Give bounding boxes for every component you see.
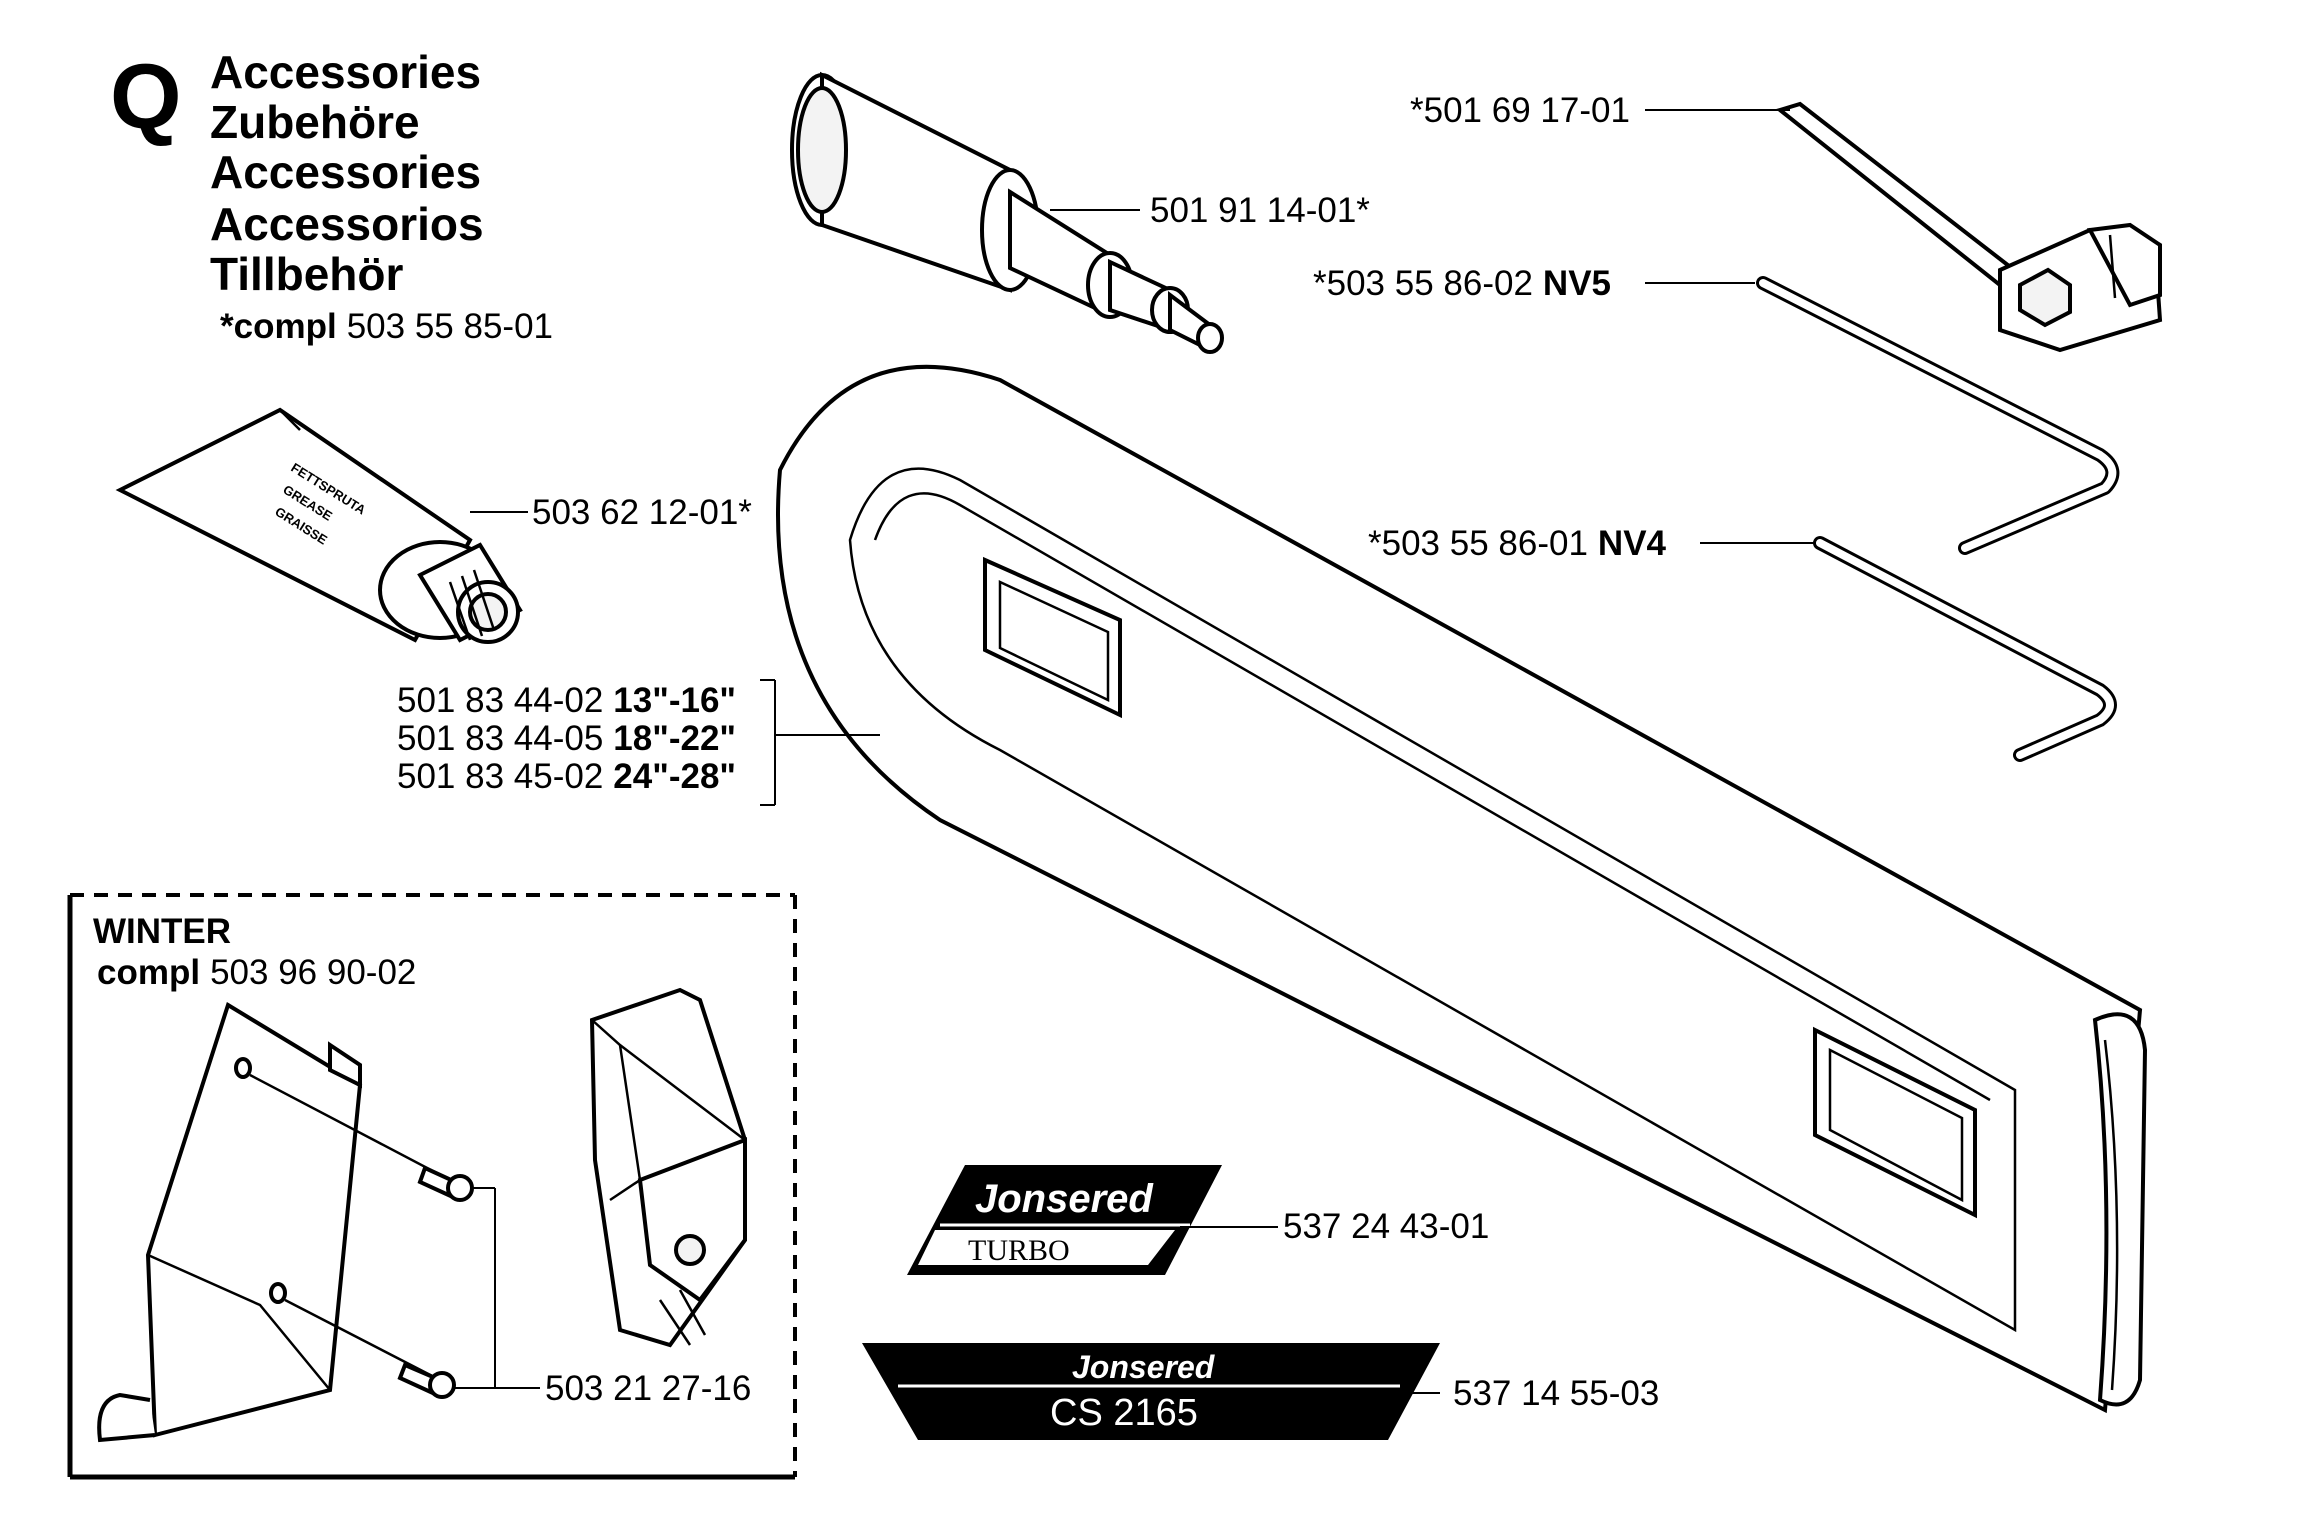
winter-title: WINTER — [93, 912, 231, 951]
screwdriver-drawing — [1775, 101, 2163, 353]
winter-compl-number: 503 96 90-02 — [210, 953, 416, 992]
bar-cover-row-1: 501 83 44-02 13"-16" — [397, 681, 736, 720]
hex-key-nv5-drawing — [1756, 276, 2120, 555]
bar-cover-size-3: 24"-28" — [613, 757, 736, 796]
label-hex-key-nv5-number: *503 55 86-02 — [1313, 264, 1533, 303]
label-hex-key-nv5-size: NV5 — [1543, 264, 1611, 303]
label-screwdriver: *501 69 17-01 — [1410, 91, 1630, 130]
label-sleeve-tool: 501 91 14-01* — [1150, 191, 1370, 230]
hex-key-nv4-drawing — [1813, 536, 2117, 762]
screw-lower-drawing — [284, 1298, 456, 1399]
sleeve-tool-drawing — [790, 71, 1224, 354]
decal-turbo: Jonsered TURBO — [907, 1165, 1222, 1275]
label-screw: 503 21 27-16 — [545, 1369, 751, 1408]
title-fr: Accessories — [210, 146, 481, 198]
compl-set: *compl 503 55 85-01 — [220, 307, 553, 346]
winter-compl: compl 503 96 90-02 — [97, 953, 416, 992]
bar-cover-row-3: 501 83 45-02 24"-28" — [397, 757, 736, 796]
bar-cover-number-2: 501 83 44-05 — [397, 719, 603, 758]
decal-model-brand: Jonsered — [1072, 1349, 1216, 1385]
label-decal-model: 537 14 55-03 — [1453, 1374, 1659, 1413]
title-en: Accessories — [210, 46, 481, 98]
section-letter: Q — [110, 46, 182, 148]
title-es: Accessorios — [210, 198, 484, 250]
label-hex-key-nv5: *503 55 86-02 NV5 — [1313, 264, 1611, 303]
bar-cover-size-2: 18"-22" — [613, 719, 736, 758]
title-sv: Tillbehör — [210, 248, 403, 300]
label-grease-tube: 503 62 12-01* — [532, 493, 752, 532]
compl-prefix: *compl — [220, 307, 337, 346]
decal-turbo-brand: Jonsered — [975, 1177, 1154, 1221]
winter-compl-prefix: compl — [97, 953, 200, 992]
label-decal-turbo: 537 24 43-01 — [1283, 1207, 1489, 1246]
label-hex-key-nv4-number: *503 55 86-01 — [1368, 524, 1588, 563]
winter-plate-drawing — [97, 1001, 363, 1443]
decal-model: Jonsered CS 2165 — [862, 1343, 1440, 1440]
grease-tube-drawing: FETTSPRUTA GREASE GRAISSE — [115, 407, 523, 644]
bar-cover-row-2: 501 83 44-05 18"-22" — [397, 719, 736, 758]
label-hex-key-nv4: *503 55 86-01 NV4 — [1368, 524, 1667, 563]
label-hex-key-nv4-size: NV4 — [1598, 524, 1667, 563]
decal-model-text: CS 2165 — [1050, 1392, 1198, 1434]
bar-cover-drawing — [776, 364, 2148, 1414]
bar-cover-number-3: 501 83 45-02 — [397, 757, 603, 796]
title-de: Zubehöre — [210, 96, 420, 148]
decal-turbo-text: TURBO — [968, 1234, 1070, 1267]
winter-shield-drawing — [589, 987, 747, 1348]
compl-number: 503 55 85-01 — [347, 307, 553, 346]
winter-kit-box — [67, 893, 797, 1480]
bar-cover-size-1: 13"-16" — [613, 681, 736, 720]
bar-cover-number-1: 501 83 44-02 — [397, 681, 603, 720]
